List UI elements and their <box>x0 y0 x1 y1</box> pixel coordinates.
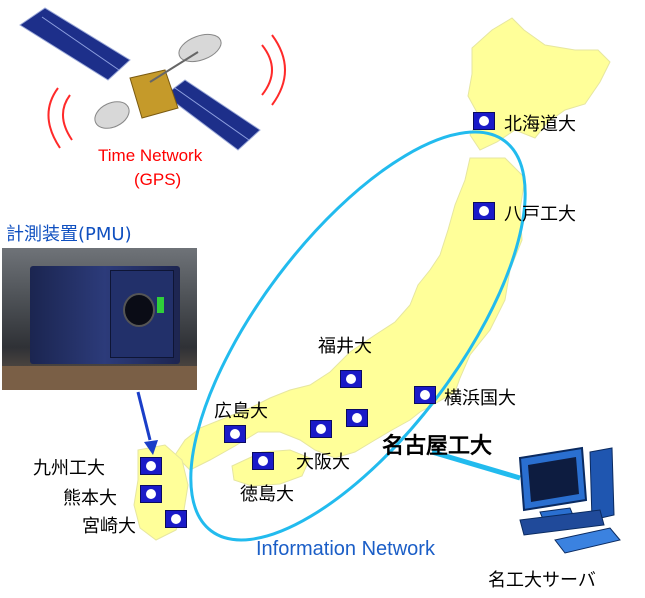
station-marker-yokohama <box>414 386 436 404</box>
station-marker-tokushima <box>252 452 274 470</box>
pmu-label: 計測装置(PMU) <box>6 224 132 245</box>
station-marker-hachinohe <box>473 202 495 220</box>
nagoya-label: 名古屋工大 <box>382 434 493 459</box>
station-label-osaka: 大阪大 <box>296 452 350 473</box>
station-label-tokushima: 徳島大 <box>240 484 294 505</box>
station-label-kumamoto: 熊本大 <box>63 488 117 509</box>
desk <box>2 366 197 390</box>
station-marker-nagoya <box>346 409 368 427</box>
station-label-fukui: 福井大 <box>318 336 372 357</box>
station-label-miyazaki: 宮崎大 <box>82 516 136 537</box>
station-marker-hiroshima <box>224 425 246 443</box>
server-link-line <box>431 449 521 481</box>
pmu-arrow <box>136 391 152 441</box>
station-marker-osaka <box>310 420 332 438</box>
station-label-hachinohe: 八戸工大 <box>504 204 576 225</box>
pmu-dial <box>123 293 155 327</box>
server-caption: 名工大サーバ <box>488 570 596 591</box>
station-marker-hokkaido <box>473 112 495 130</box>
gps-label: (GPS) <box>134 170 182 189</box>
pmu-front-panel <box>110 270 174 358</box>
server-computer-icon <box>518 446 621 554</box>
pmu-device-photo <box>2 248 197 390</box>
station-marker-kyushu <box>140 457 162 475</box>
station-marker-miyazaki <box>165 510 187 528</box>
information-network-label: Information Network <box>256 538 435 560</box>
station-label-hokkaido: 北海道大 <box>504 114 576 135</box>
information-network-ring <box>189 130 527 542</box>
pmu-arrow-head <box>144 440 158 455</box>
station-label-yokohama: 横浜国大 <box>444 388 516 409</box>
station-label-kyushu: 九州工大 <box>33 458 105 479</box>
station-marker-kumamoto <box>140 485 162 503</box>
station-marker-fukui <box>340 370 362 388</box>
station-label-hiroshima: 広島大 <box>214 401 268 422</box>
time-network-label: Time Network <box>98 146 203 165</box>
pmu-power-switch <box>157 297 164 313</box>
gps-satellite-icon <box>19 7 286 151</box>
